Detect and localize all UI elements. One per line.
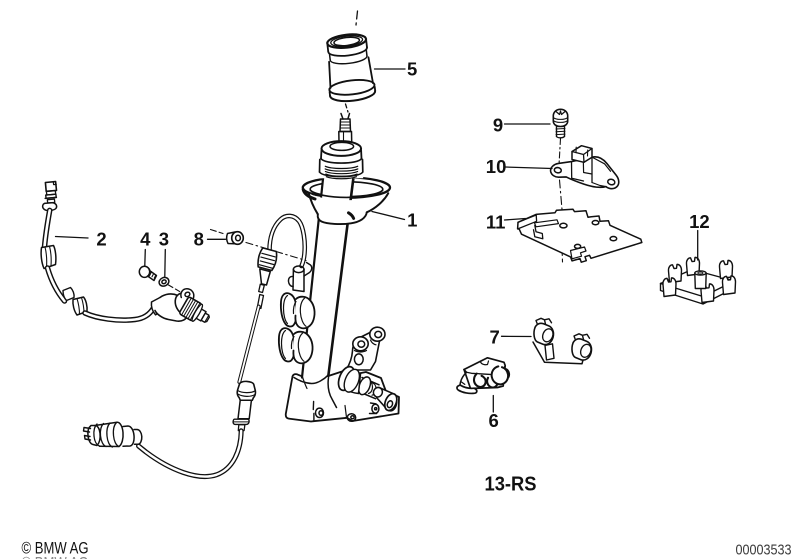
svg-text:13-RS: 13-RS — [485, 472, 537, 495]
svg-text:00003533: 00003533 — [736, 556, 792, 559]
svg-text:8: 8 — [194, 229, 204, 250]
svg-text:1: 1 — [407, 209, 417, 230]
svg-text:6: 6 — [489, 410, 499, 431]
svg-text:2: 2 — [96, 229, 106, 250]
svg-text:10: 10 — [486, 156, 507, 177]
svg-text:3: 3 — [159, 229, 169, 250]
svg-text:7: 7 — [490, 326, 500, 347]
svg-text:© BMW AG: © BMW AG — [22, 555, 89, 559]
svg-text:5: 5 — [407, 59, 417, 80]
svg-text:12: 12 — [689, 211, 710, 232]
svg-text:4: 4 — [140, 229, 151, 250]
svg-text:9: 9 — [493, 114, 503, 135]
svg-text:11: 11 — [486, 211, 506, 232]
svg-text:© BMW AG: © BMW AG — [22, 540, 89, 558]
svg-text:00003533: 00003533 — [736, 542, 792, 559]
